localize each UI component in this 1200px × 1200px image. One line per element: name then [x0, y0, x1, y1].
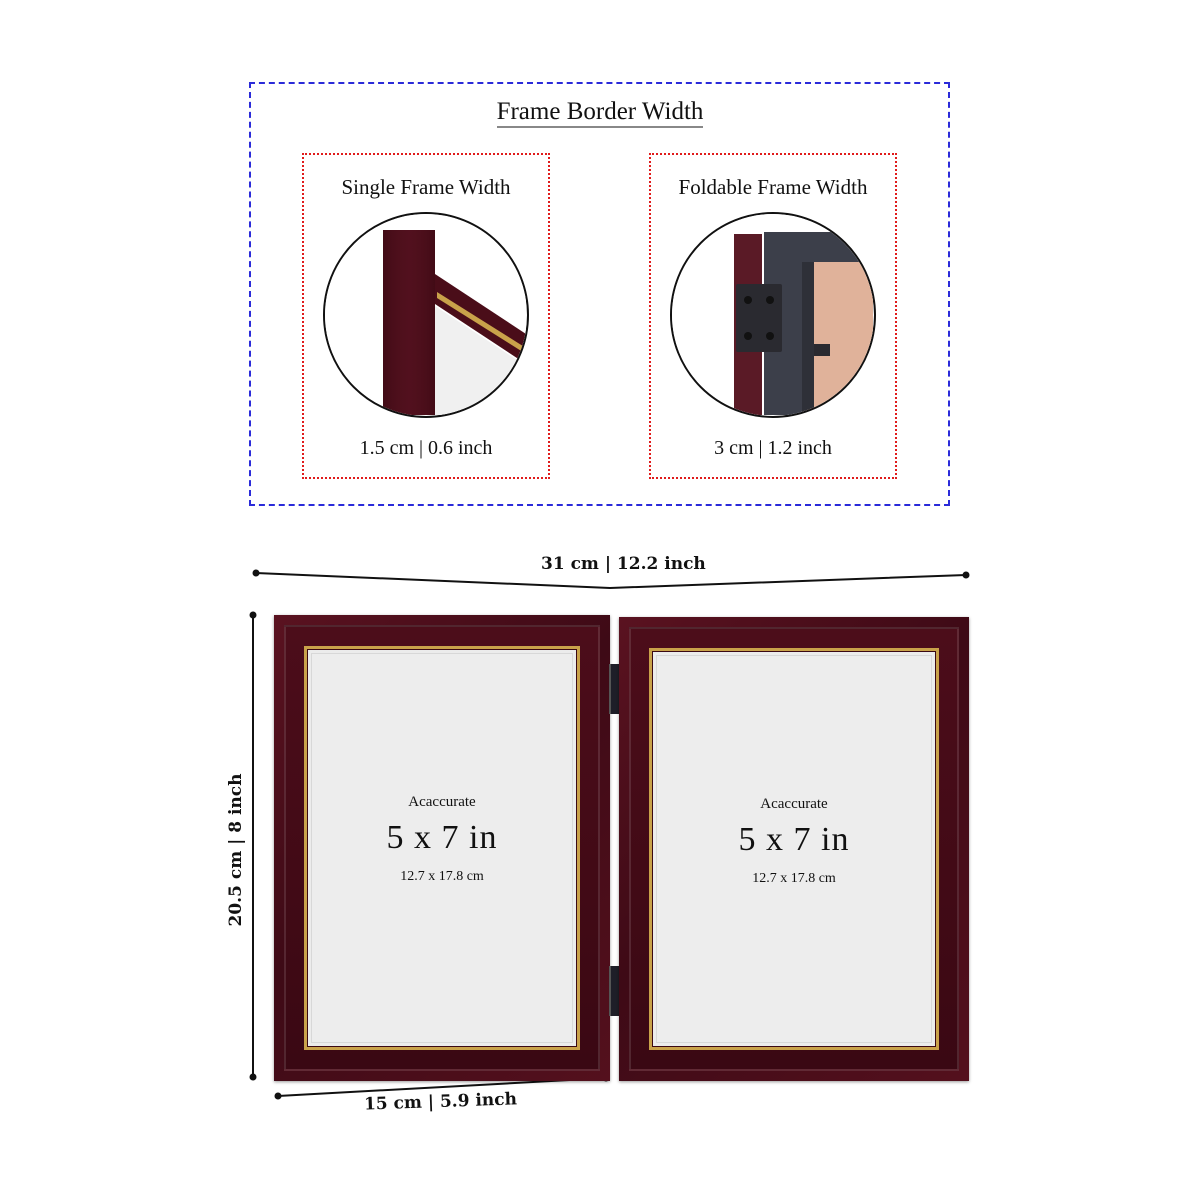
height-label: 20.5 cm | 8 inch — [226, 773, 246, 927]
frame-corner-icon — [325, 214, 526, 416]
bottom-hinge — [609, 966, 619, 1016]
single-frame-width-panel: Single Frame Width 1.5 cm | 0.6 inch — [302, 153, 550, 479]
right-frame-size: 5 x 7 in — [738, 821, 850, 858]
section-title: Frame Border Width — [0, 98, 1200, 128]
left-frame-size-cm: 12.7 x 17.8 cm — [400, 869, 484, 884]
single-frame-closeup-image — [323, 212, 529, 418]
top-hinge — [609, 664, 619, 714]
right-frame-glass: Acaccurate 5 x 7 in 12.7 x 17.8 cm — [656, 655, 932, 1043]
total-width-label: 31 cm | 12.2 inch — [541, 554, 706, 574]
left-frame-glass: Acaccurate 5 x 7 in 12.7 x 17.8 cm — [311, 653, 573, 1043]
right-frame-label: Acaccurate — [760, 796, 828, 812]
foldable-frame-measurement: 3 cm | 1.2 inch — [714, 437, 832, 459]
single-frame-measurement: 1.5 cm | 0.6 inch — [359, 437, 493, 459]
frame-border-width-panel — [249, 82, 950, 506]
right-frame-size-cm: 12.7 x 17.8 cm — [752, 871, 836, 886]
left-photo-frame: Acaccurate 5 x 7 in 12.7 x 17.8 cm — [274, 615, 610, 1081]
right-photo-frame: Acaccurate 5 x 7 in 12.7 x 17.8 cm — [619, 617, 969, 1081]
foldable-frame-width-panel: Foldable Frame Width 3 cm | 1.2 inch — [649, 153, 897, 479]
left-frame-label: Acaccurate — [408, 794, 476, 810]
foldable-frame-title: Foldable Frame Width — [678, 175, 868, 199]
left-frame-size: 5 x 7 in — [386, 819, 498, 856]
single-frame-title: Single Frame Width — [341, 175, 511, 199]
